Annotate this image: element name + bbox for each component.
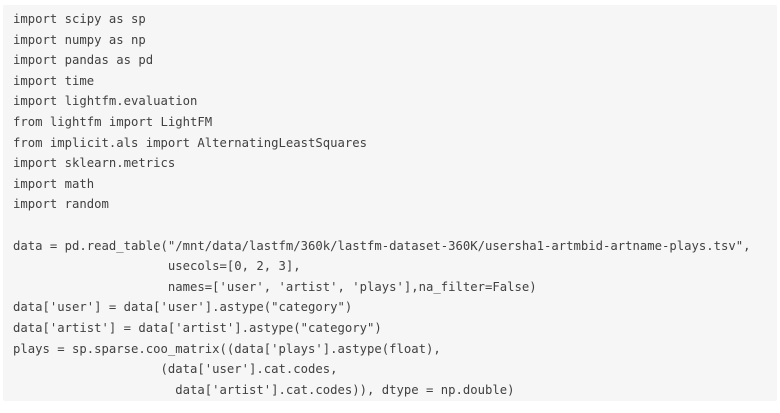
code-block: import scipy as sp import numpy as np im… [3,5,777,401]
code-content: import scipy as sp import numpy as np im… [13,12,751,397]
